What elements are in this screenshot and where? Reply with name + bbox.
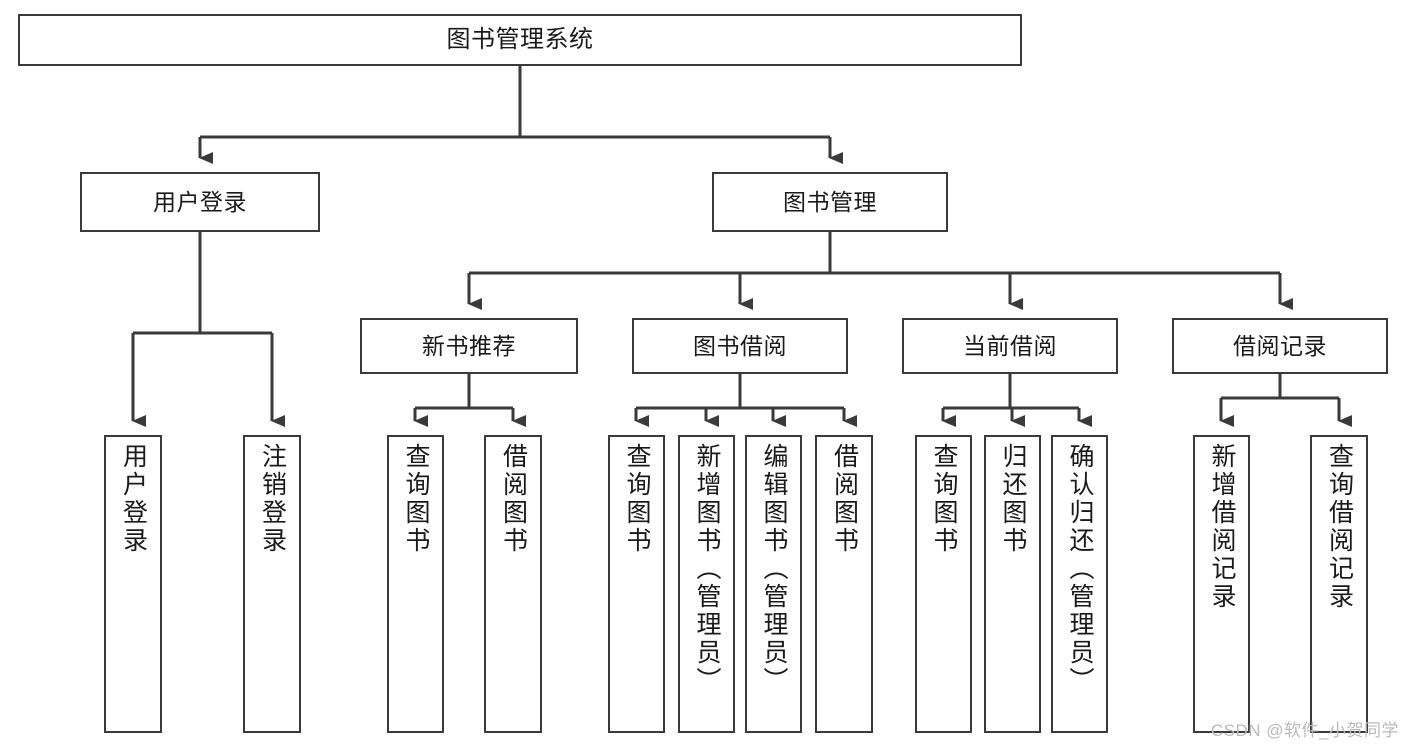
node-user-login-label: 用户登录 <box>153 188 247 215</box>
node-borrow-record[interactable]: 借阅记录 <box>1172 318 1388 374</box>
leaf-borrow-book-label: 借阅图书 <box>830 443 859 555</box>
node-new-book-recommendation-label: 新书推荐 <box>422 332 516 359</box>
leaf-borrow-book[interactable]: 借阅图书 <box>815 435 873 733</box>
node-root[interactable]: 图书管理系统 <box>18 14 1022 66</box>
leaf-query-book-borrow-label: 查询图书 <box>623 443 651 555</box>
leaf-add-borrow-record-label: 新增借阅记录 <box>1208 443 1236 611</box>
leaf-confirm-return-admin[interactable]: 确认归还（管理员） <box>1051 435 1108 733</box>
node-current-borrow-label: 当前借阅 <box>963 332 1057 359</box>
leaf-borrow-book-recommend[interactable]: 借阅图书 <box>484 435 542 733</box>
node-user-login[interactable]: 用户登录 <box>80 172 320 232</box>
leaf-edit-book-admin[interactable]: 编辑图书（管理员） <box>745 435 802 733</box>
leaf-user-login[interactable]: 用户登录 <box>104 435 162 733</box>
leaf-logout-label: 注销登录 <box>258 443 287 555</box>
leaf-logout[interactable]: 注销登录 <box>243 435 301 733</box>
node-book-borrow[interactable]: 图书借阅 <box>632 318 848 374</box>
leaf-query-borrow-record[interactable]: 查询借阅记录 <box>1310 435 1368 733</box>
node-current-borrow[interactable]: 当前借阅 <box>902 318 1118 374</box>
leaf-query-book-current[interactable]: 查询图书 <box>915 435 972 733</box>
node-book-management-label: 图书管理 <box>783 188 877 215</box>
leaf-user-login-label: 用户登录 <box>119 443 148 555</box>
leaf-return-book-label: 归还图书 <box>999 443 1027 555</box>
leaf-query-book-recommend-label: 查询图书 <box>402 443 430 555</box>
leaf-confirm-return-admin-label: 确认归还（管理员） <box>1066 443 1094 695</box>
leaf-return-book[interactable]: 归还图书 <box>984 435 1041 733</box>
leaf-add-book-admin[interactable]: 新增图书（管理员） <box>678 435 735 733</box>
node-book-management[interactable]: 图书管理 <box>712 172 948 232</box>
leaf-add-book-admin-label: 新增图书（管理员） <box>693 443 721 695</box>
node-borrow-record-label: 借阅记录 <box>1233 332 1327 359</box>
leaf-query-book-borrow[interactable]: 查询图书 <box>608 435 665 733</box>
leaf-borrow-book-recommend-label: 借阅图书 <box>499 443 528 555</box>
node-root-label: 图书管理系统 <box>446 26 594 54</box>
watermark: CSDN @软件_小贺同学 <box>1210 721 1399 740</box>
node-book-borrow-label: 图书借阅 <box>693 332 787 359</box>
leaf-query-borrow-record-label: 查询借阅记录 <box>1325 443 1354 611</box>
node-new-book-recommendation[interactable]: 新书推荐 <box>360 318 578 374</box>
leaf-query-book-recommend[interactable]: 查询图书 <box>387 435 444 733</box>
leaf-edit-book-admin-label: 编辑图书（管理员） <box>760 443 788 695</box>
leaf-add-borrow-record[interactable]: 新增借阅记录 <box>1193 435 1250 733</box>
leaf-query-book-current-label: 查询图书 <box>930 443 958 555</box>
